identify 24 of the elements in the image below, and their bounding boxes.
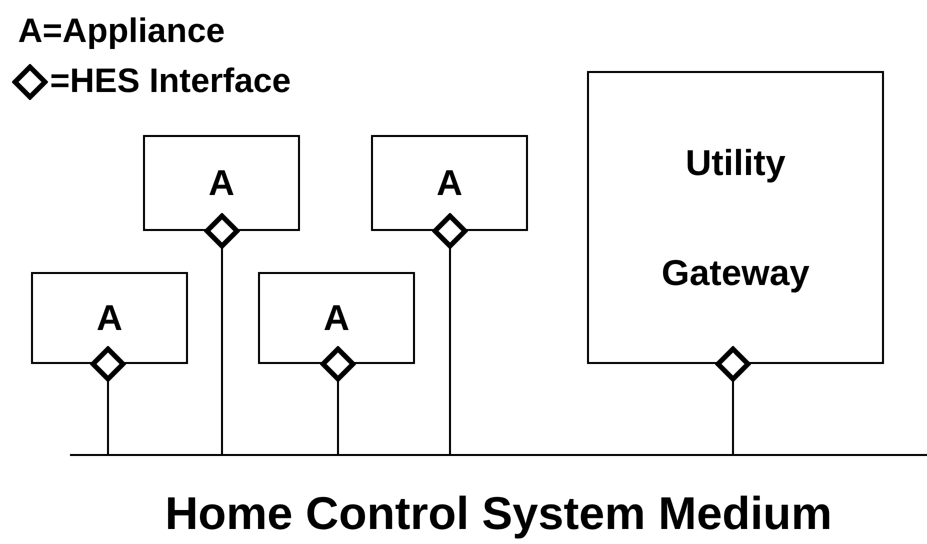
box-label: A — [208, 162, 234, 204]
connector-line — [337, 380, 339, 454]
connector-line — [221, 247, 223, 454]
connector-line — [107, 380, 109, 454]
bus-label: Home Control System Medium — [164, 486, 832, 540]
interface-diamond — [320, 346, 356, 382]
box-label: A — [436, 162, 462, 204]
interface-diamond — [715, 346, 751, 382]
box-label: A — [96, 297, 122, 339]
legend-text: A=Appliance — [18, 12, 225, 51]
interface-diamond — [432, 213, 468, 249]
connector-line — [449, 247, 451, 454]
legend-text: =HES Interface — [50, 62, 291, 101]
gateway-box — [587, 71, 884, 364]
box-label: A — [324, 297, 350, 339]
connector-line — [732, 380, 734, 454]
interface-diamond — [204, 213, 240, 249]
appliance-box — [31, 272, 188, 364]
box-label: Utility Gateway — [660, 140, 811, 294]
interface-diamond — [90, 346, 126, 382]
appliance-box — [143, 135, 300, 231]
appliance-box — [371, 135, 528, 231]
appliance-box — [258, 272, 415, 364]
bus-line — [70, 454, 927, 540]
